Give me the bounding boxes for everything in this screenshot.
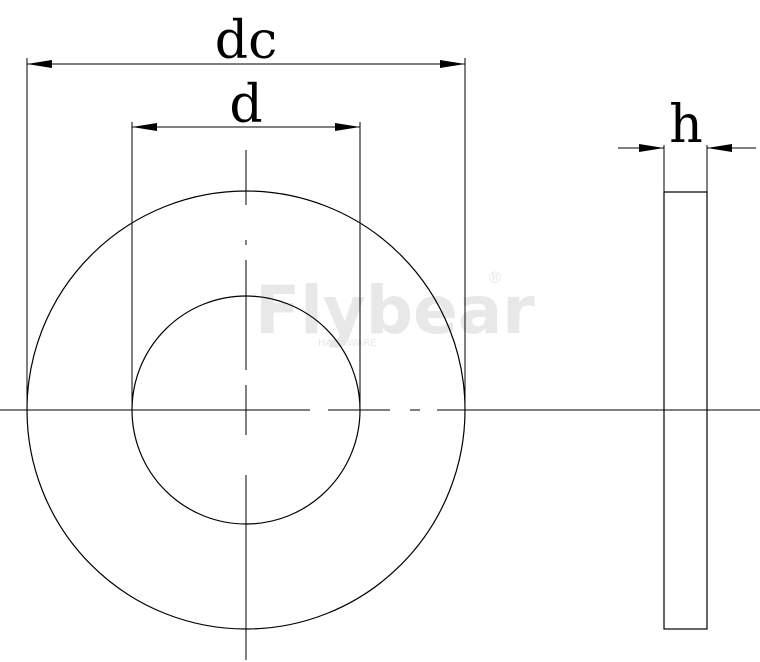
h-arrow-right bbox=[707, 144, 732, 152]
dc-arrow-right bbox=[440, 60, 465, 68]
watermark-tagline: HARDWARE bbox=[318, 338, 376, 349]
h-label: h bbox=[669, 95, 703, 155]
dc-label: dc bbox=[215, 11, 277, 71]
dimension-h: h bbox=[618, 95, 756, 155]
dc-arrow-left bbox=[27, 60, 52, 68]
dimension-dc: dc bbox=[26, 11, 466, 410]
dimension-d: d bbox=[131, 75, 361, 410]
h-arrow-left bbox=[639, 144, 664, 152]
d-label: d bbox=[229, 75, 262, 135]
d-arrow-right bbox=[335, 123, 360, 131]
side-view-washer bbox=[663, 191, 708, 630]
watermark-registered-mark: ® bbox=[487, 268, 503, 287]
d-arrow-left bbox=[132, 123, 157, 131]
